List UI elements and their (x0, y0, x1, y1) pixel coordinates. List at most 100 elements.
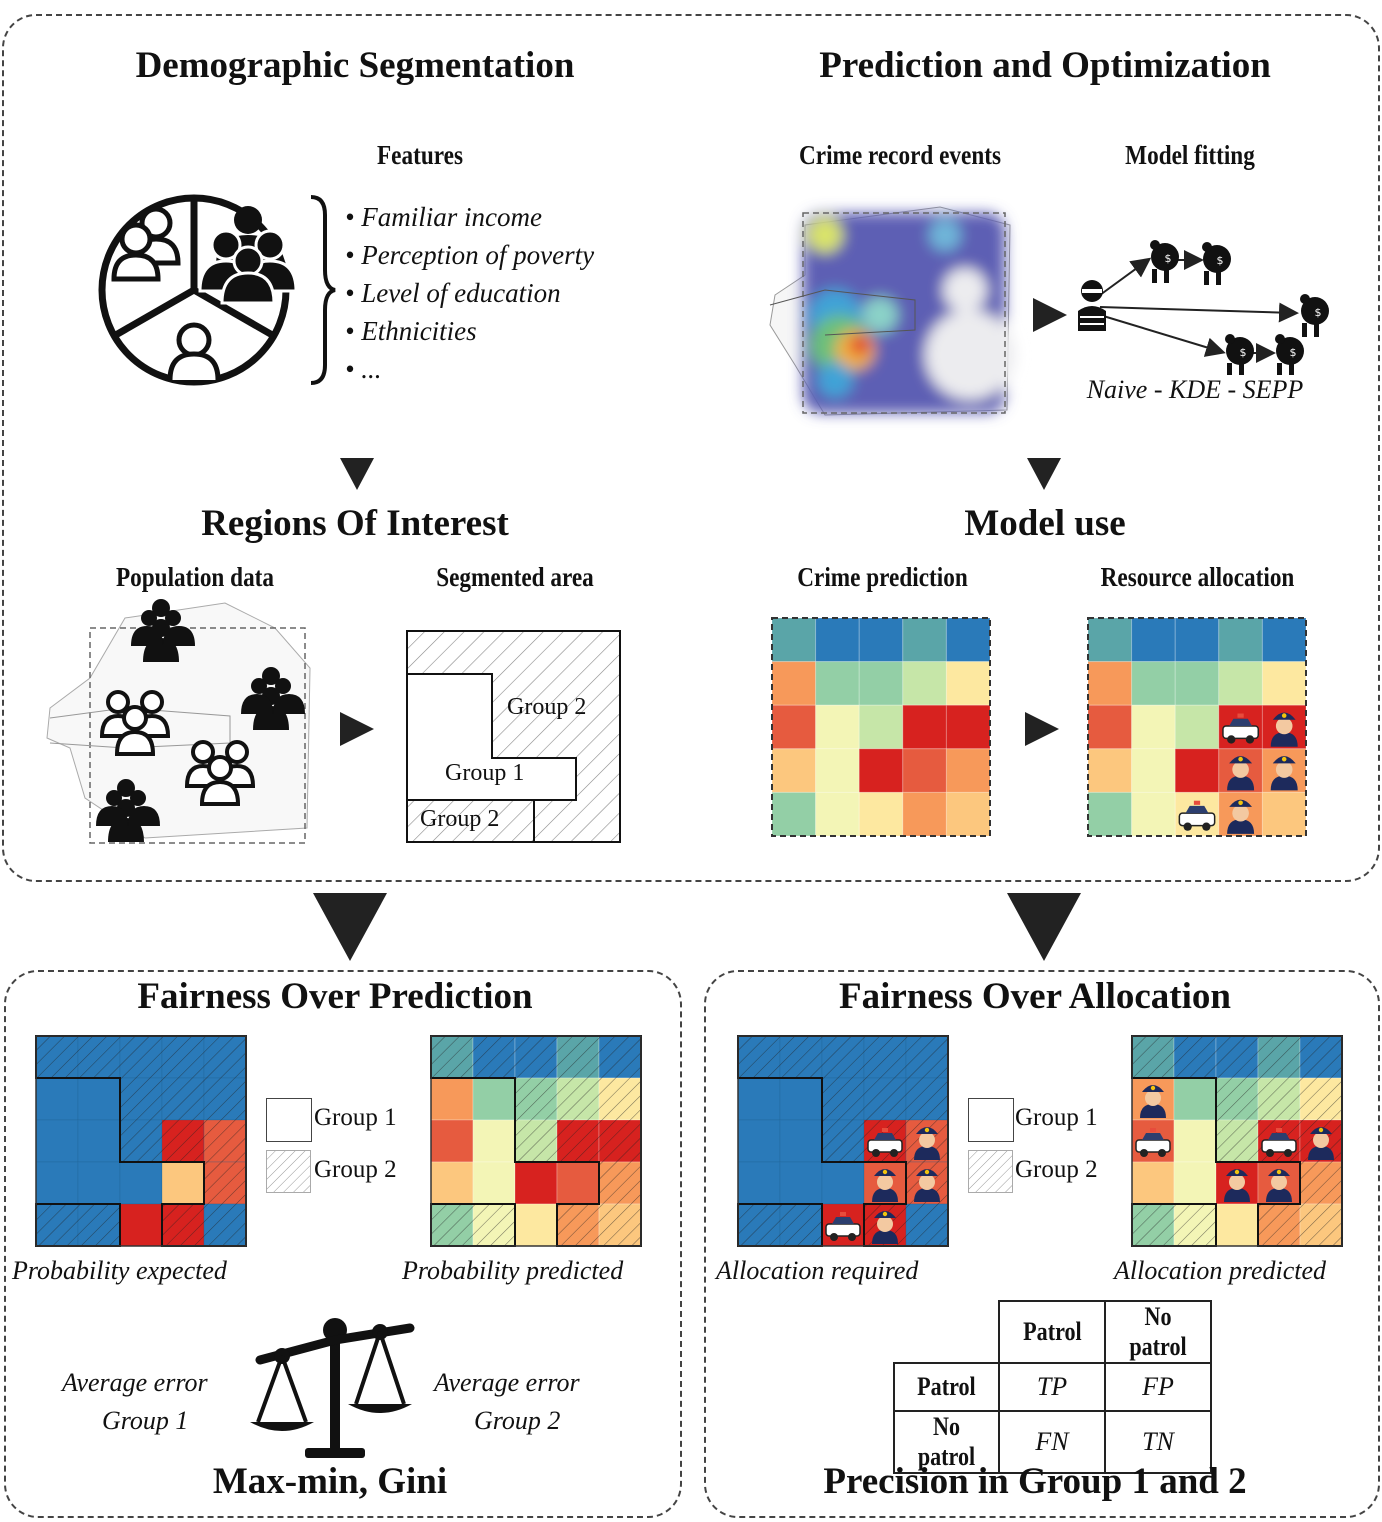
grid-cell (858, 661, 904, 706)
resource-allocation-grid (1087, 617, 1307, 837)
grid-cell (77, 1119, 121, 1163)
model-fitting-label: Model fitting (1125, 140, 1255, 170)
cm-fn: FN (1035, 1427, 1069, 1456)
grid-cell (945, 748, 991, 793)
police-officer-icon (1270, 756, 1298, 791)
arrow-down-icon (340, 458, 374, 490)
grid-cell (1131, 1161, 1175, 1205)
grid-cell (1218, 617, 1263, 663)
segment-group2-bottom-label: Group 2 (420, 806, 500, 832)
grid-cell (1173, 1161, 1217, 1205)
features-brace (310, 195, 336, 385)
grid-cell (119, 1161, 163, 1205)
cm-col-patrol: Patrol (1022, 1317, 1082, 1346)
grid-cell (815, 661, 860, 706)
model-fitting-graph: $$$$$ (1078, 240, 1329, 375)
caption-probability-expected: Probability expected (12, 1256, 227, 1285)
legend-group2-label: Group 2 (314, 1156, 397, 1183)
arrow-down-icon (313, 893, 387, 961)
grid-cell (1087, 704, 1133, 750)
crime-events-label: Crime record events (798, 140, 1002, 170)
grid-cell (1261, 661, 1307, 706)
grid-cell (77, 1077, 121, 1121)
grid-cell (771, 704, 817, 750)
grid-cell (514, 1161, 558, 1205)
population-label: Population data (115, 562, 275, 592)
probability-expected-grid (35, 1035, 247, 1247)
segmented-area-map (406, 630, 621, 843)
grid-cell (1131, 791, 1176, 837)
grid-cell (119, 1203, 163, 1247)
grid-cell (1174, 617, 1220, 663)
grid-cell (815, 704, 860, 750)
grid-cell (1087, 617, 1133, 663)
grid-cell (1174, 748, 1220, 793)
grid-cell (945, 617, 991, 663)
grid-cell (771, 791, 817, 837)
grid-cell (1174, 661, 1220, 706)
grid-cell (779, 1077, 823, 1121)
grid-cell (821, 1161, 865, 1205)
grid-cell (556, 1161, 600, 1205)
crime-prediction-grid (771, 617, 991, 837)
segment-group1-label: Group 1 (445, 760, 525, 786)
svg-text:$: $ (1165, 252, 1172, 265)
grid-cell (472, 1161, 516, 1205)
svg-text:$: $ (1315, 306, 1322, 319)
svg-text:$: $ (1217, 254, 1224, 267)
grid-cell (1261, 617, 1307, 663)
group2-region (35, 1203, 121, 1247)
error-right-line1: Average error (434, 1368, 580, 1397)
grid-border (430, 1035, 642, 1247)
caption-allocation-predicted: Allocation predicted (1114, 1256, 1327, 1285)
segmentation-title: Demographic Segmentation (135, 45, 575, 86)
grid-cell (1131, 617, 1176, 663)
error-right-line2: Group 2 (474, 1406, 561, 1435)
arrow-right-icon (1025, 712, 1059, 746)
police-officer-icon (1140, 1085, 1166, 1118)
fairness-allocation-frame (704, 970, 1380, 1518)
police-officer-icon (914, 1127, 940, 1160)
grid-cell (1087, 791, 1133, 837)
probability-predicted-grid (430, 1035, 642, 1247)
metric-precision: Precision in Group 1 and 2 (823, 1461, 1247, 1502)
grid-cell (902, 661, 947, 706)
cm-row-no-patrol: No patrol (917, 1412, 976, 1471)
roi-title: Regions Of Interest (201, 503, 509, 544)
cm-row-patrol: Patrol (917, 1372, 976, 1401)
grid-cell (945, 704, 991, 750)
grid-cell (472, 1077, 516, 1121)
arrow-right-icon (340, 712, 374, 746)
grid-cell (902, 704, 947, 750)
grid-cell (779, 1119, 823, 1163)
group2-region (1131, 1203, 1217, 1247)
grid-cell (858, 791, 904, 837)
cm-col-no-patrol: No patrol (1129, 1302, 1187, 1361)
grid-cell (945, 661, 991, 706)
grid-cell (945, 791, 991, 837)
legend-group1-label: Group 1 (1015, 1104, 1098, 1131)
police-officer-icon (1266, 1169, 1292, 1202)
grid-cell (771, 617, 817, 663)
feature-poverty: • Perception of poverty (345, 240, 595, 270)
grid-cell (1131, 748, 1176, 793)
grid-cell (1173, 1119, 1217, 1163)
feature-education: • Level of education (345, 278, 561, 308)
fairness-prediction-frame (4, 970, 682, 1518)
grid-cell (858, 748, 904, 793)
police-officer-icon (1270, 712, 1298, 747)
prediction-title: Prediction and Optimization (819, 45, 1271, 86)
grid-cell (1131, 661, 1176, 706)
group2-region (430, 1203, 516, 1247)
legend-group2-label: Group 2 (1015, 1156, 1098, 1183)
top-frame (2, 14, 1380, 882)
grid-cell (902, 617, 947, 663)
fairness-prediction-title: Fairness Over Prediction (137, 976, 533, 1017)
demographic-pie-icon (98, 194, 298, 386)
grid-cell (737, 1119, 781, 1163)
grid-cell (430, 1161, 474, 1205)
grid-cell (1087, 661, 1133, 706)
crime-prediction-label: Crime prediction (797, 562, 968, 592)
models-text: Naive - KDE - SEPP (1086, 375, 1304, 404)
police-officer-icon (872, 1211, 898, 1244)
